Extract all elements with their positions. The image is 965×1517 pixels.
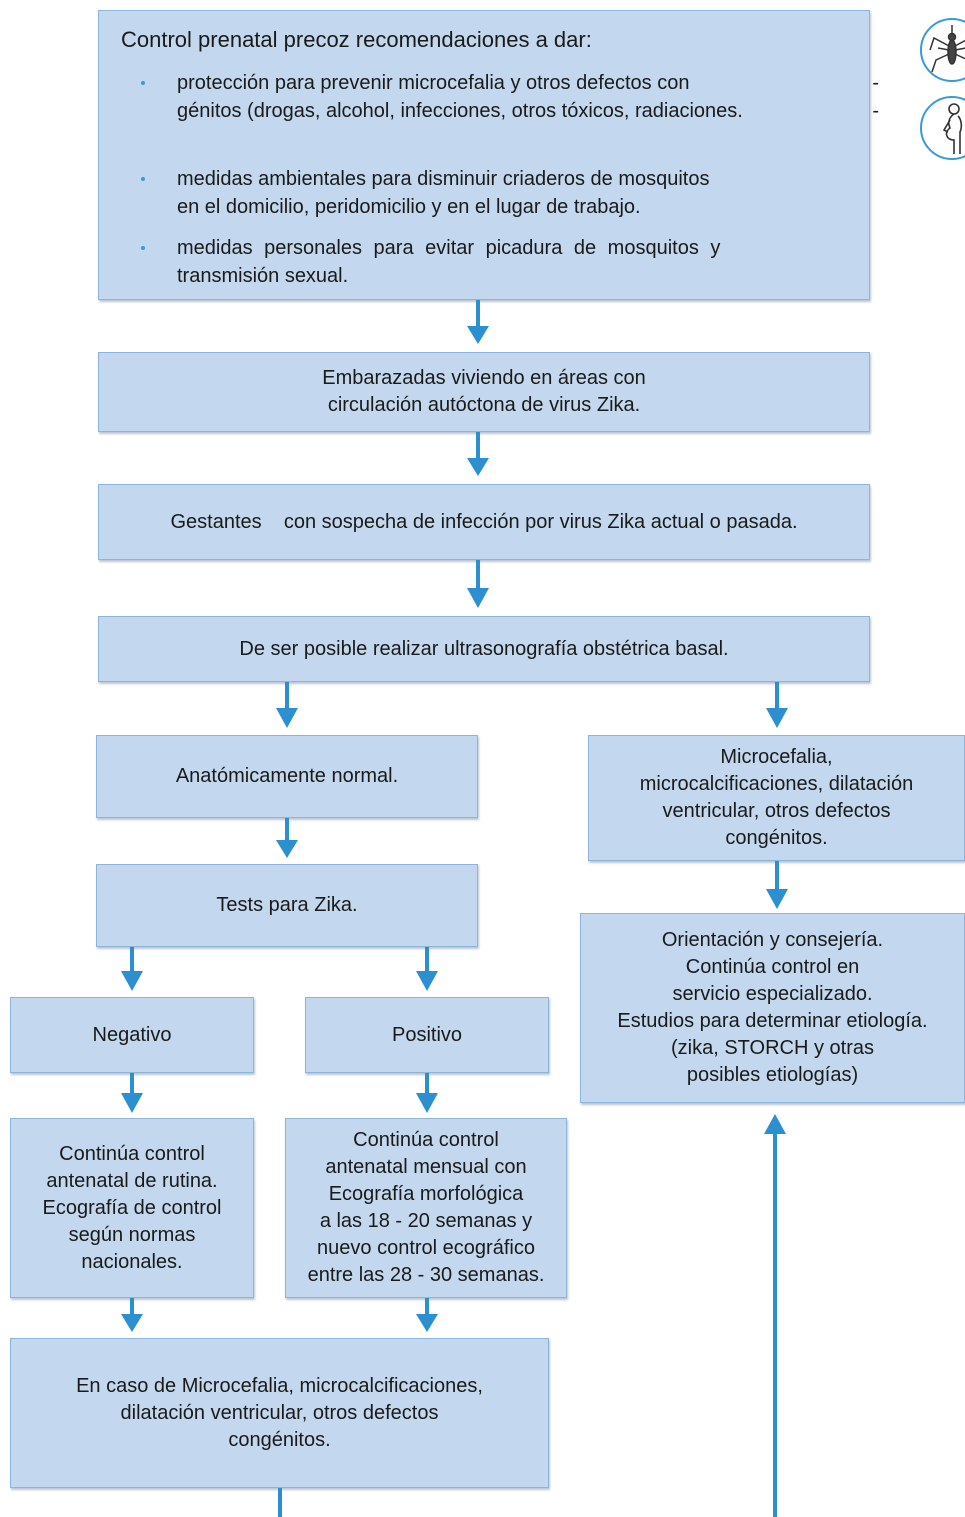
dash-mark: -: [872, 72, 879, 94]
box-text: entre las 28 - 30 semanas.: [307, 1264, 545, 1286]
ultrasonografia-box: De ser posible realizar ultrasonografía …: [98, 616, 870, 682]
pregnant-woman-icon: [920, 96, 965, 160]
arrow-down: [766, 861, 788, 909]
box-text: circulación autóctona de virus Zika.: [327, 394, 641, 416]
bullet-dot: [141, 177, 145, 181]
bullet-text: en el domicilio, peridomicilio y en el l…: [177, 196, 641, 218]
box-text: Microcefalia,: [720, 746, 833, 768]
bullet-item: medidas personales para evitar picadura …: [121, 234, 847, 290]
box-text: ventricular, otros defectos: [662, 800, 891, 822]
arrow-down: [121, 1298, 143, 1332]
box-text: Embarazadas viviendo en áreas con: [322, 367, 646, 389]
gestantes-box: Gestantes con sospecha de infección por …: [98, 484, 870, 560]
connector-line: [278, 1488, 282, 1517]
arrow-down: [121, 1073, 143, 1113]
anatomicamente-normal-box: Anatómicamente normal.: [96, 735, 478, 818]
bullet-text: medidas ambientales para disminuir criad…: [177, 168, 710, 190]
dash-mark: -: [872, 100, 879, 122]
tests-zika-box: Tests para Zika.: [96, 864, 478, 947]
box-text: antenatal de rutina.: [46, 1169, 218, 1192]
box-text: Continúa control: [59, 1142, 205, 1165]
arrow-up: [764, 1114, 786, 1517]
box-text: Anatómicamente normal.: [175, 765, 399, 787]
arrow-down: [121, 947, 143, 991]
arrow-down: [276, 818, 298, 858]
bullet-item: protección para prevenir microcefalia y …: [121, 69, 879, 125]
bullet-text: génitos (drogas, alcohol, infecciones, o…: [177, 100, 743, 122]
box-text: Positivo: [391, 1023, 463, 1046]
box-text: microcalcificaciones, dilatación: [639, 773, 914, 795]
box-text: posibles etiologías): [686, 1064, 859, 1086]
bullet-item: medidas ambientales para disminuir criad…: [121, 165, 847, 221]
box-text: Tests para Zika.: [216, 894, 358, 916]
bullet-text: transmisión sexual.: [177, 265, 349, 287]
recommendations-title: Control prenatal precoz recomendaciones …: [121, 27, 592, 52]
box-text: Orientación y consejería.: [661, 929, 884, 951]
anomalias-box: Microcefalia, microcalcificaciones, dila…: [588, 735, 965, 861]
en-caso-box: En caso de Microcefalia, microcalcificac…: [10, 1338, 549, 1488]
box-text: De ser posible realizar ultrasonografía …: [239, 637, 729, 660]
box-text: Negativo: [92, 1023, 172, 1046]
positivo-box: Positivo: [305, 997, 549, 1073]
box-text: Continúa control: [353, 1129, 499, 1151]
negativo-box: Negativo: [10, 997, 254, 1073]
rutina-box: Continúa control antenatal de rutina. Ec…: [10, 1118, 254, 1298]
box-text: servicio especializado.: [672, 983, 873, 1005]
arrow-down: [467, 432, 489, 476]
box-text: congénitos.: [228, 1428, 331, 1451]
bullet-dot: [141, 246, 145, 250]
box-text: Ecografía morfológica: [328, 1183, 524, 1205]
arrow-down: [416, 1073, 438, 1113]
arrow-down: [766, 682, 788, 728]
box-text: según normas: [68, 1223, 196, 1246]
orientacion-box: Orientación y consejería. Continúa contr…: [580, 913, 965, 1103]
embarazadas-box: Embarazadas viviendo en áreas con circul…: [98, 352, 870, 432]
mosquito-icon: [920, 18, 965, 82]
recommendations-box: Control prenatal precoz recomendaciones …: [98, 10, 879, 300]
bullet-text: medidas personales para evitar picadura …: [177, 237, 721, 259]
arrow-down: [467, 560, 489, 608]
arrow-down: [276, 682, 298, 728]
box-text: Estudios para determinar etiología.: [617, 1010, 928, 1032]
arrow-down: [416, 947, 438, 991]
box-text: a las 18 - 20 semanas y: [319, 1210, 533, 1232]
box-text: nacionales.: [81, 1250, 183, 1273]
box-text: congénitos.: [725, 827, 828, 849]
arrow-down: [416, 1298, 438, 1332]
box-text: En caso de Microcefalia, microcalcificac…: [76, 1374, 483, 1397]
bullet-dot: [141, 81, 145, 85]
mensual-box: Continúa control antenatal mensual con E…: [285, 1118, 567, 1298]
bullet-text: protección para prevenir microcefalia y …: [177, 72, 690, 94]
arrow-down: [467, 300, 489, 344]
box-text: Ecografía de control: [42, 1196, 222, 1219]
box-text: (zika, STORCH y otras: [671, 1037, 874, 1059]
box-text: dilatación ventricular, otros defectos: [120, 1401, 439, 1424]
box-text: antenatal mensual con: [325, 1156, 527, 1178]
box-text: Continúa control en: [685, 956, 860, 978]
box-text: Gestantes con sospecha de infección por …: [170, 510, 798, 533]
box-text: nuevo control ecográfico: [317, 1237, 535, 1259]
